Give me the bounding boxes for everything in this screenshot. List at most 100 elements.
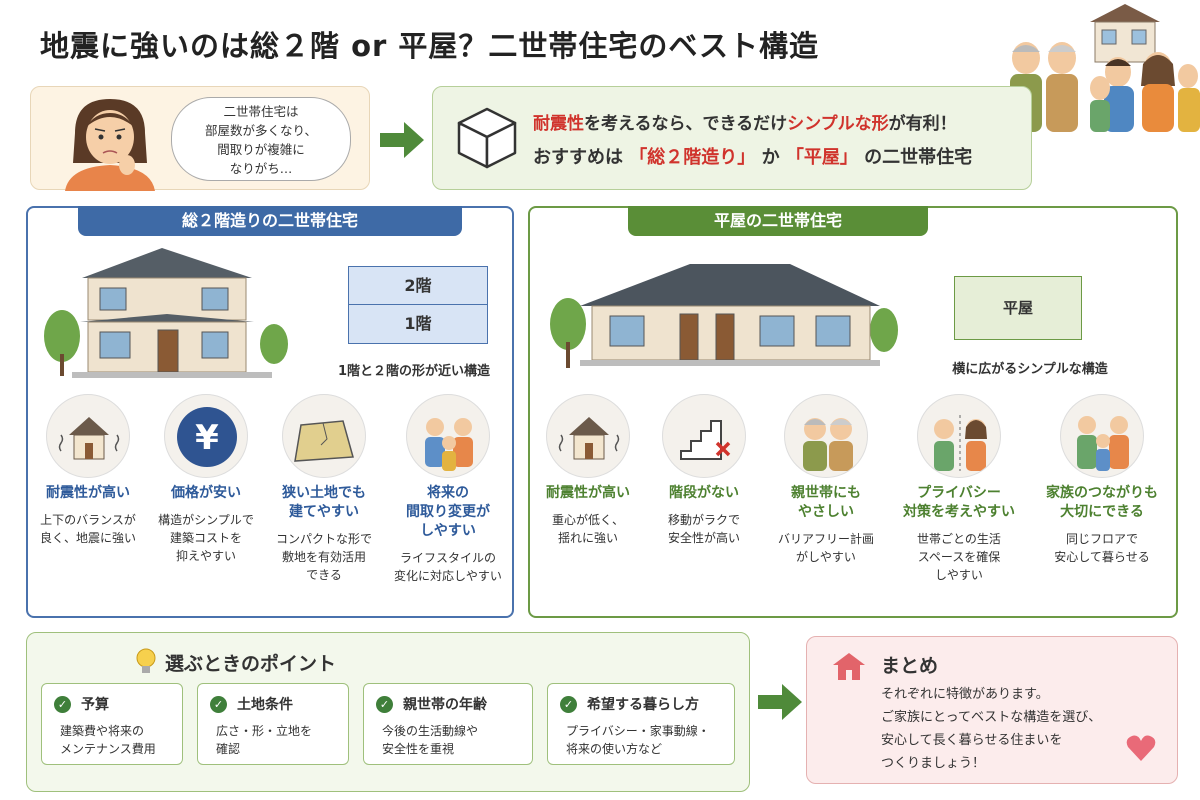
point-title: 土地条件 (237, 697, 293, 713)
house-icon (833, 653, 865, 680)
text: が有利！ (888, 114, 957, 134)
house-shake-icon (46, 394, 130, 478)
two-story-panel: 総２階造りの二世帯住宅 2階 1階 1階と２階の形が近い構造 耐震性が高い 上下… (26, 206, 514, 618)
point-desc: 広さ・形・立地を (216, 724, 313, 738)
point-card-budget: ✓予算 建築費や将来のメンテナンス費用 (41, 683, 183, 765)
feature-title: 対策を考えやすい (903, 504, 1015, 520)
highlight-text: 耐震性 (533, 114, 584, 134)
point-desc: プライバシー・家事動線・ (566, 724, 710, 738)
yen-coin-icon: ¥ (164, 394, 248, 478)
feature-no-stairs: 階段がない 移動がラクで安全性が高い (650, 394, 758, 547)
family-house-illustration (1010, 4, 1200, 132)
feature-title: 耐震性が高い (546, 485, 630, 501)
summary-box: まとめ それぞれに特徴があります。 ご家族にとってベストな構造を選び、 安心して… (806, 636, 1178, 784)
feature-desc: しやすい (935, 568, 983, 582)
feature-layout-change: 将来の間取り変更がしやすい ライフスタイルの変化に対応しやすい (386, 394, 510, 585)
panel-heading: 平屋の二世帯住宅 (628, 206, 928, 236)
check-icon: ✓ (54, 696, 71, 713)
structure-caption: 横に広がるシンプルな構造 (952, 362, 1108, 377)
feature-title: プライバシー (917, 485, 1001, 501)
summary-line: 安心して長く暮らせる住まいを (881, 733, 1063, 748)
feature-desc: がしやすい (796, 550, 856, 564)
two-story-house-icon (44, 248, 288, 378)
family-icon (406, 394, 490, 478)
no-stairs-icon (662, 394, 746, 478)
feature-desc: 構造がシンプルで (158, 513, 254, 527)
recommend-line-1: 耐震性を考えるなら、できるだけシンプルな形が有利！ (533, 109, 957, 134)
feature-desc: 建築コストを (169, 531, 242, 545)
feature-title: 価格が安い (171, 485, 241, 501)
text: を考えるなら、できるだけ (584, 114, 788, 134)
summary-text: それぞれに特徴があります。 ご家族にとってベストな構造を選び、 安心して長く暮ら… (881, 683, 1101, 775)
feature-title: 耐震性が高い (46, 485, 130, 501)
feature-desc: スペースを確保 (917, 550, 1001, 564)
recommendation-box: 耐震性を考えるなら、できるだけシンプルな形が有利！ おすすめは 「総２階造り」 … (432, 86, 1032, 190)
point-title: 予算 (81, 697, 109, 713)
summary-line: つくりましょう！ (881, 756, 986, 771)
text: の二世帯住宅 (864, 147, 973, 168)
feature-desc: 揺れに強い (557, 531, 618, 545)
feature-desc: 安全性が高い (667, 531, 740, 545)
summary-line: ご家族にとってベストな構造を選び、 (881, 710, 1102, 725)
feature-earthquake: 耐震性が高い 重心が低く、揺れに強い (534, 394, 642, 547)
summary-line: それぞれに特徴があります。 (881, 687, 1049, 702)
feature-family-bond: 家族のつながりも大切にできる 同じフロアで安心して暮らせる (1032, 394, 1172, 566)
lightbulb-icon (136, 648, 156, 673)
feature-desc: 同じフロアで (1065, 532, 1138, 546)
arrow-right-icon (380, 122, 424, 158)
feature-title: 親世帯にも (791, 485, 861, 501)
summary-title: まとめ (881, 655, 939, 677)
feature-title: 将来の (427, 485, 469, 501)
feature-desc: 変化に対応しやすい (394, 569, 502, 583)
narrow-land-icon (282, 394, 366, 478)
svg-text:¥: ¥ (195, 418, 219, 458)
feature-title: 大切にできる (1060, 504, 1144, 520)
points-title: 選ぶときのポイント (165, 653, 337, 675)
check-icon: ✓ (210, 696, 227, 713)
page-title: 地震に強いのは総２階 or 平屋？二世帯住宅のベスト構造 (40, 29, 819, 63)
point-desc: メンテナンス費用 (60, 742, 156, 756)
house-shake-icon (546, 394, 630, 478)
feature-title: やさしい (798, 504, 854, 520)
feature-privacy: プライバシー対策を考えやすい 世帯ごとの生活スペースを確保しやすい (894, 394, 1024, 584)
privacy-couple-icon (917, 394, 1001, 478)
floor-1-box: 1階 (348, 304, 488, 344)
point-desc: 将来の使い方など (566, 742, 663, 756)
speech-bubble: 二世帯住宅は 部屋数が多くなり、 間取りが複雑に なりがち… (171, 97, 351, 181)
feature-desc: 上下のバランスが (40, 513, 136, 527)
feature-desc: 安心して暮らせる (1054, 550, 1150, 564)
text: おすすめは (533, 147, 623, 168)
feature-desc: 移動がラクで (667, 513, 740, 527)
feature-title: しやすい (420, 523, 476, 539)
speech-line: なりがち… (229, 161, 293, 176)
point-card-lifestyle: ✓希望する暮らし方 プライバシー・家事動線・将来の使い方など (547, 683, 735, 765)
family-icon (1060, 394, 1144, 478)
speech-line: 間取りが複雑に (217, 142, 305, 157)
selection-points-box: 選ぶときのポイント ✓予算 建築費や将来のメンテナンス費用 ✓土地条件 広さ・形… (26, 632, 750, 792)
floor-2-box: 2階 (348, 266, 488, 306)
feature-desc: できる (306, 568, 342, 582)
single-story-box: 平屋 (954, 276, 1082, 340)
text: か (761, 147, 780, 168)
check-icon: ✓ (560, 696, 577, 713)
structure-caption: 1階と２階の形が近い構造 (337, 364, 491, 379)
feature-desc: 抑えやすい (175, 549, 236, 563)
feature-desc: 敷地を有効活用 (281, 550, 366, 564)
feature-parents: 親世帯にもやさしい バリアフリー計画がしやすい (766, 394, 886, 566)
feature-earthquake: 耐震性が高い 上下のバランスが良く、地震に強い (34, 394, 142, 547)
point-title: 親世帯の年齢 (403, 697, 487, 713)
panel-heading: 総２階造りの二世帯住宅 (78, 206, 462, 236)
feature-price: ¥ 価格が安い 構造がシンプルで建築コストを抑えやすい (150, 394, 262, 565)
heart-icon (1126, 735, 1156, 761)
speech-line: 二世帯住宅は (223, 104, 299, 119)
feature-narrow-land: 狭い土地でも建てやすい コンパクトな形で敷地を有効活用できる (268, 394, 380, 584)
feature-desc: コンパクトな形で (275, 532, 372, 546)
elderly-couple-icon (784, 394, 868, 478)
point-desc: 今後の生活動線や (382, 724, 479, 738)
feature-title: 家族のつながりも (1046, 485, 1158, 501)
recommend-line-2: おすすめは 「総２階造り」 か 「平屋」 の二世帯住宅 (533, 143, 972, 169)
highlight-text: 「平屋」 (785, 147, 858, 168)
point-desc: 安全性を重視 (382, 742, 455, 756)
arrow-right-icon (758, 684, 802, 720)
single-story-panel: 平屋の二世帯住宅 平屋 横に広がるシンプルな構造 耐震性が高い 重心が低く、揺れ… (528, 206, 1178, 618)
